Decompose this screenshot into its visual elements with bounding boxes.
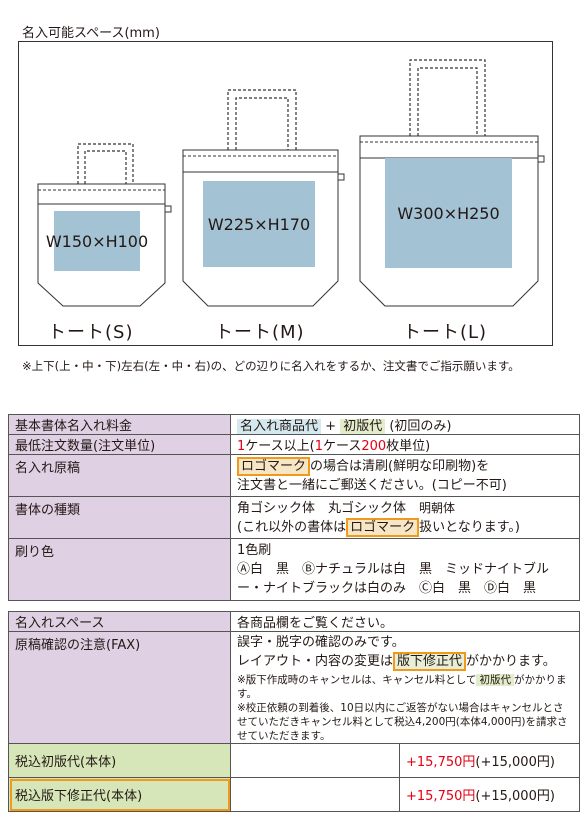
table-row: 書体の種類 角ゴシック体 丸ゴシック体 明朝体 (これ以外の書体はロゴマーク扱い… (8, 496, 580, 539)
placement-note: ※上下(上・中・下)左右(左・中・右)の、どの辺りに名入れをするか、注文書でご指… (22, 359, 520, 373)
row-label: 名入れ原稿 (8, 454, 231, 497)
pricing-table-1: 基本書体名入れ料金 名入れ商品代 + 初版代 (初回のみ) 最低注文数量(注文単… (8, 414, 580, 601)
print-area-m: W225×H170 (203, 181, 315, 267)
tote-bag-s-icon (37, 143, 172, 307)
section-title: 名入可能スペース(mm) (22, 26, 160, 41)
table-row: 基本書体名入れ料金 名入れ商品代 + 初版代 (初回のみ) (8, 414, 580, 435)
row-label: 刷り色 (8, 538, 231, 601)
table-row: 最低注文数量(注文単位) 1ケース以上(1ケース200枚単位) (8, 434, 580, 455)
print-area-s: W150×H100 (46, 211, 148, 271)
table-row: 名入れスペース 各商品欄をご覧ください。 (8, 611, 581, 632)
row-label: 税込版下修正代(本体) (8, 777, 231, 812)
bag-label-l: トート(L) (403, 322, 488, 343)
table-row: 税込版下修正代(本体) +15,750円(+15,000円) (8, 777, 581, 812)
blank-cell (230, 777, 400, 812)
bag-label-m: トート(M) (215, 322, 305, 343)
blank-cell (230, 743, 400, 778)
row-label: 基本書体名入れ料金 (8, 414, 231, 435)
row-label: 書体の種類 (8, 496, 231, 539)
row-value: ロゴマークの場合は清刷(鮮明な印刷物)を 注文書と一緒にご郵送ください。(コピー… (230, 454, 580, 497)
row-label: 税込初版代(本体) (8, 743, 231, 778)
table-row: 刷り色 1色刷 Ⓐ白 黒 Ⓑナチュラルは白 黒 ミッドナイトブル ー・ナイトブラ… (8, 538, 580, 601)
row-value: 1ケース以上(1ケース200枚単位) (230, 434, 580, 455)
row-label: 名入れスペース (8, 611, 231, 632)
row-label: 最低注文数量(注文単位) (8, 434, 231, 455)
table-row: 税込初版代(本体) +15,750円(+15,000円) (8, 743, 581, 778)
row-value: 誤字・脱字の確認のみです。 レイアウト・内容の変更は版下修正代がかかります。 ※… (229, 631, 581, 744)
tote-bag-m-icon (182, 89, 345, 307)
row-price: +15,750円(+15,000円) (398, 777, 581, 812)
row-value: 角ゴシック体 丸ゴシック体 明朝体 (これ以外の書体はロゴマーク扱いとなります。… (230, 496, 580, 539)
row-value: 1色刷 Ⓐ白 黒 Ⓑナチュラルは白 黒 ミッドナイトブル ー・ナイトブラックは白… (230, 538, 580, 601)
bag-label-s: トート(S) (48, 322, 134, 343)
print-area-frame (18, 41, 553, 346)
row-price: +15,750円(+15,000円) (398, 743, 581, 778)
row-value: 名入れ商品代 + 初版代 (初回のみ) (230, 414, 580, 435)
print-area-l: W300×H250 (385, 158, 512, 268)
table-row: 原稿確認の注意(FAX) 誤字・脱字の確認のみです。 レイアウト・内容の変更は版… (8, 631, 581, 744)
pricing-table-2: 名入れスペース 各商品欄をご覧ください。 原稿確認の注意(FAX) 誤字・脱字の… (8, 611, 581, 812)
row-value: 各商品欄をご覧ください。 (229, 611, 581, 632)
table-row: 名入れ原稿 ロゴマークの場合は清刷(鮮明な印刷物)を 注文書と一緒にご郵送くださ… (8, 454, 580, 497)
row-label: 原稿確認の注意(FAX) (8, 631, 231, 744)
